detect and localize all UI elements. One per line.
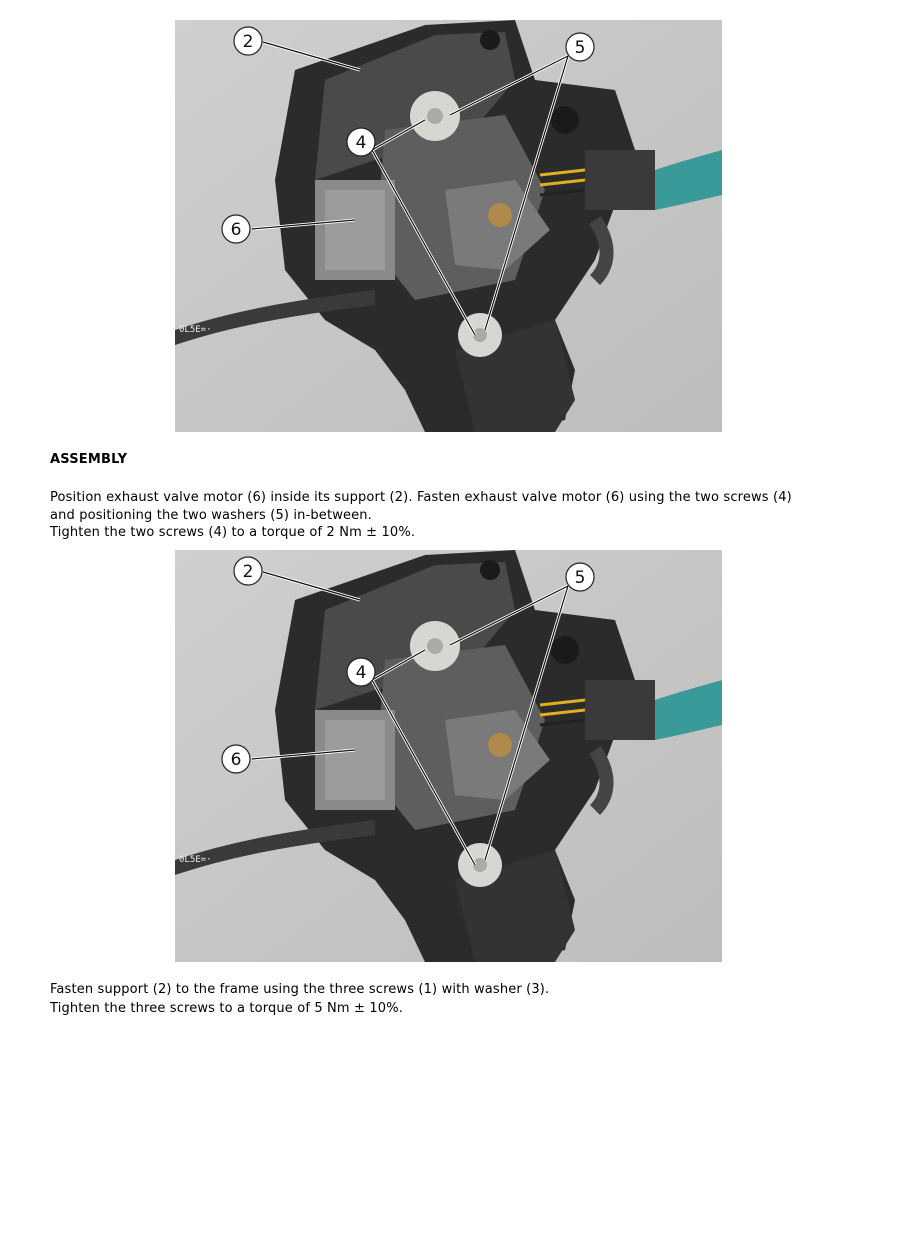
svg-text:2: 2 [243,32,254,52]
cable-marking: 0L5E=· [179,325,212,335]
section-heading: ASSEMBLY [50,452,128,467]
callout-2: 2 [233,556,263,586]
callout-6: 6 [221,214,251,244]
svg-text:4: 4 [356,663,367,683]
cable-left [175,820,375,875]
connector-right [585,680,655,740]
cable-teal [655,150,722,210]
photo-illustration: 0L5E=· 2 [175,550,722,962]
svg-text:6: 6 [231,220,242,240]
cable-marking: 0L5E=· [179,855,212,865]
svg-text:5: 5 [575,568,586,588]
callout-6: 6 [221,744,251,774]
instruction-paragraph-1: Position exhaust valve motor (6) inside … [50,489,792,524]
center-nut [488,733,512,757]
cable-teal [655,680,722,740]
svg-text:4: 4 [356,133,367,153]
torque-instruction-1: Tighten the two screws (4) to a torque o… [50,525,416,540]
figure-exhaust-valve-motor-1: 0L5E=· [175,20,722,432]
svg-text:5: 5 [575,38,586,58]
center-nut [488,203,512,227]
cable-left [175,290,375,345]
callout-2: 2 [233,26,263,56]
callout-5: 5 [565,32,595,62]
connector-right [585,150,655,210]
svg-text:2: 2 [243,562,254,582]
instruction-line: Position exhaust valve motor (6) inside … [50,490,792,505]
callout-4: 4 [346,657,376,687]
instruction-paragraph-2: Fasten support (2) to the frame using th… [50,982,550,997]
figure-exhaust-valve-motor-2: 0L5E=· 2 [175,550,722,962]
callout-5: 5 [565,562,595,592]
svg-text:6: 6 [231,750,242,770]
instruction-line: and positioning the two washers (5) in-b… [50,507,372,523]
callout-4: 4 [346,127,376,157]
torque-instruction-2: Tighten the three screws to a torque of … [50,1001,403,1016]
photo-illustration: 0L5E=· [175,20,722,432]
